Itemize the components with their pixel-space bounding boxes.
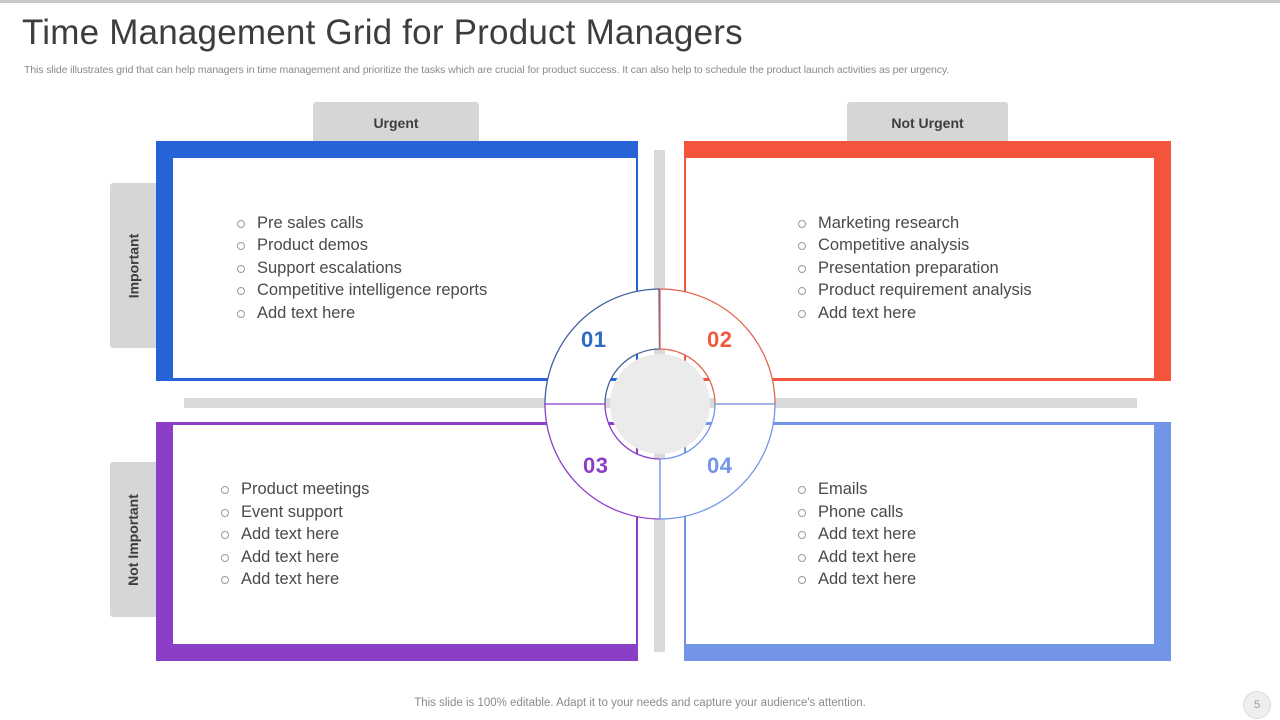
column-header-not-urgent: Not Urgent xyxy=(847,102,1008,144)
list-item: Competitive analysis xyxy=(796,234,1154,256)
quadrant-4-list: Emails Phone calls Add text here Add tex… xyxy=(686,478,1154,590)
page-title: Time Management Grid for Product Manager… xyxy=(22,13,743,52)
list-item: Support escalations xyxy=(235,257,636,279)
top-rule xyxy=(0,0,1280,3)
quadrant-1-body: Pre sales calls Product demos Support es… xyxy=(173,158,636,378)
list-item: Phone calls xyxy=(796,501,1154,523)
list-item: Event support xyxy=(219,501,636,523)
list-item: Presentation preparation xyxy=(796,257,1154,279)
quadrant-noturgent-important[interactable]: Marketing research Competitive analysis … xyxy=(684,141,1171,381)
list-item: Product requirement analysis xyxy=(796,279,1154,301)
wheel-hub xyxy=(610,354,710,454)
list-item: Product meetings xyxy=(219,478,636,500)
list-item: Add text here xyxy=(796,523,1154,545)
row-header-not-important-label: Not Important xyxy=(125,493,142,586)
list-item: Marketing research xyxy=(796,212,1154,234)
row-header-important: Important xyxy=(110,183,156,348)
page-number-badge: 5 xyxy=(1243,691,1271,719)
column-header-urgent-label: Urgent xyxy=(373,115,419,131)
row-header-not-important: Not Important xyxy=(110,462,156,617)
quadrant-3-list: Product meetings Event support Add text … xyxy=(173,478,636,590)
column-header-urgent: Urgent xyxy=(313,102,479,144)
list-item: Product demos xyxy=(235,234,636,256)
wheel-arcs-icon xyxy=(544,288,776,520)
list-item: Add text here xyxy=(219,523,636,545)
quadrant-1-list: Pre sales calls Product demos Support es… xyxy=(173,212,636,324)
quadrant-4-body: Emails Phone calls Add text here Add tex… xyxy=(686,425,1154,644)
quadrant-urgent-notimportant[interactable]: Product meetings Event support Add text … xyxy=(156,422,638,661)
page-subtitle: This slide illustrates grid that can hel… xyxy=(24,64,950,76)
list-item: Add text here xyxy=(219,546,636,568)
center-wheel: 01 02 03 04 xyxy=(539,283,781,525)
list-item: Emails xyxy=(796,478,1154,500)
list-item: Add text here xyxy=(235,302,636,324)
list-item: Add text here xyxy=(219,568,636,590)
wheel-number-03: 03 xyxy=(583,453,609,478)
wheel-number-01: 01 xyxy=(581,327,607,352)
quadrant-2-body: Marketing research Competitive analysis … xyxy=(686,158,1154,378)
column-header-not-urgent-label: Not Urgent xyxy=(891,115,964,131)
list-item: Add text here xyxy=(796,568,1154,590)
quadrant-urgent-important[interactable]: Pre sales calls Product demos Support es… xyxy=(156,141,638,381)
wheel-number-04: 04 xyxy=(707,453,733,478)
quadrant-noturgent-notimportant[interactable]: Emails Phone calls Add text here Add tex… xyxy=(684,422,1171,661)
list-item: Pre sales calls xyxy=(235,212,636,234)
wheel-number-02: 02 xyxy=(707,327,733,352)
list-item: Add text here xyxy=(796,302,1154,324)
row-header-important-label: Important xyxy=(125,233,141,298)
footer-note: This slide is 100% editable. Adapt it to… xyxy=(414,697,866,709)
quadrant-2-list: Marketing research Competitive analysis … xyxy=(686,212,1154,324)
quadrant-3-body: Product meetings Event support Add text … xyxy=(173,425,636,644)
list-item: Add text here xyxy=(796,546,1154,568)
list-item: Competitive intelligence reports xyxy=(235,279,636,301)
